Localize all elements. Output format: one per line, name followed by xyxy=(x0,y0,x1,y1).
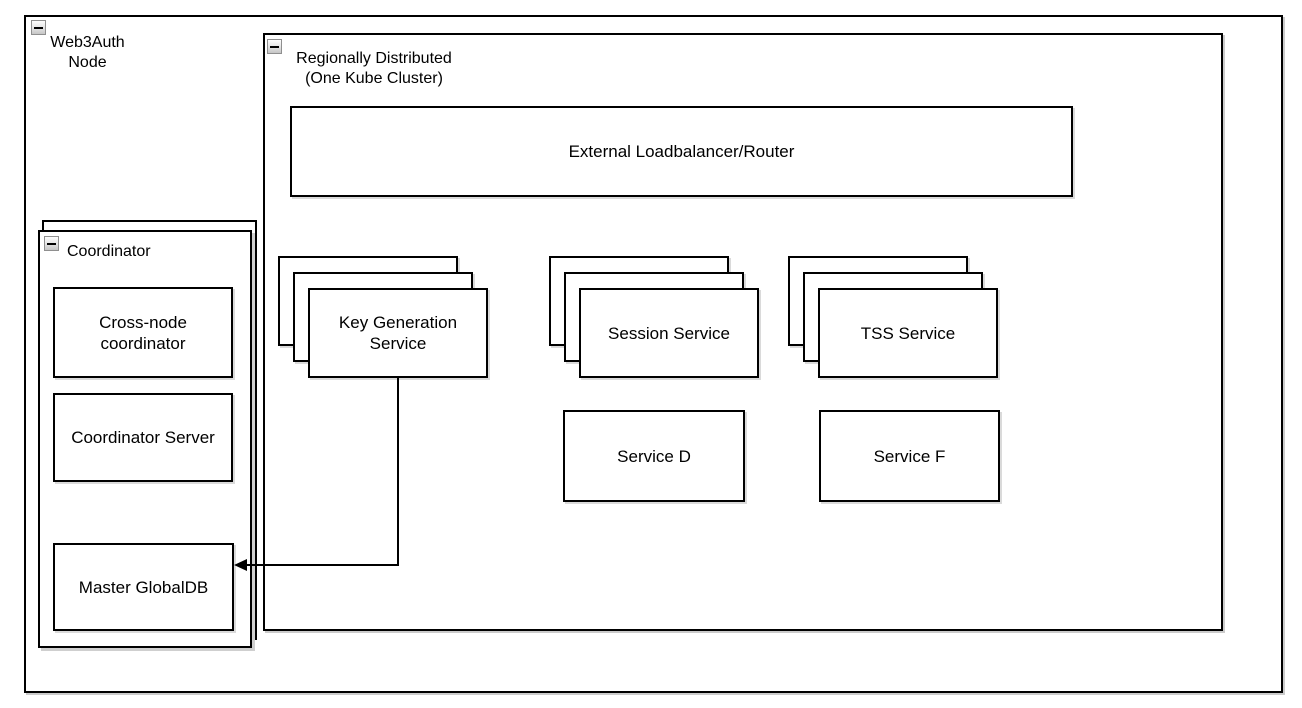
edge-vertical-segment[interactable] xyxy=(397,378,399,566)
cross-node-coordinator-box[interactable]: Cross-node coordinator xyxy=(53,287,233,378)
external-loadbalancer-label: External Loadbalancer/Router xyxy=(568,142,795,161)
coordinator-server-box[interactable]: Coordinator Server xyxy=(53,393,233,482)
arrow-head xyxy=(234,559,247,571)
collapse-icon[interactable] xyxy=(267,39,282,54)
session-service-label: Session Service xyxy=(608,323,730,343)
key-generation-service-label-line2: Service xyxy=(369,334,427,353)
web3auth-node-label: Web3Auth Node xyxy=(40,33,135,73)
coordinator-server-label: Coordinator Server xyxy=(71,428,215,447)
region-label-line1: Regionally Distributed xyxy=(296,50,452,67)
master-globaldb-label: Master GlobalDB xyxy=(78,577,209,597)
key-generation-service-label-line1: Key Generation xyxy=(338,313,458,332)
collapse-icon[interactable] xyxy=(44,236,59,251)
edge-horizontal-segment[interactable] xyxy=(246,564,399,566)
external-loadbalancer-box[interactable]: External Loadbalancer/Router xyxy=(290,106,1073,197)
tss-service-box[interactable]: TSS Service xyxy=(818,288,998,378)
cross-node-coordinator-label-line1: Cross-node xyxy=(99,312,187,332)
web3auth-node-label-line2: Node xyxy=(68,54,107,71)
coordinator-label: Coordinator xyxy=(67,243,151,260)
collapse-icon[interactable] xyxy=(31,20,46,35)
cross-node-coordinator-label-line2: coordinator xyxy=(100,333,186,353)
service-f-label: Service F xyxy=(873,446,946,466)
collapse-minus-glyph xyxy=(47,242,56,245)
service-d-box[interactable]: Service D xyxy=(563,410,745,502)
service-f-box[interactable]: Service F xyxy=(819,410,1000,502)
region-label-line2: (One Kube Cluster) xyxy=(305,70,443,87)
key-generation-service-box[interactable]: Key Generation Service xyxy=(308,288,488,378)
collapse-minus-glyph xyxy=(34,26,43,29)
master-globaldb-box[interactable]: Master GlobalDB xyxy=(53,543,234,631)
region-label: Regionally Distributed (One Kube Cluster… xyxy=(288,49,460,89)
tss-service-label: TSS Service xyxy=(860,323,956,343)
collapse-minus-glyph xyxy=(270,45,279,48)
web3auth-node-label-line1: Web3Auth xyxy=(50,34,125,51)
session-service-box[interactable]: Session Service xyxy=(579,288,759,378)
service-d-label: Service D xyxy=(617,446,691,466)
